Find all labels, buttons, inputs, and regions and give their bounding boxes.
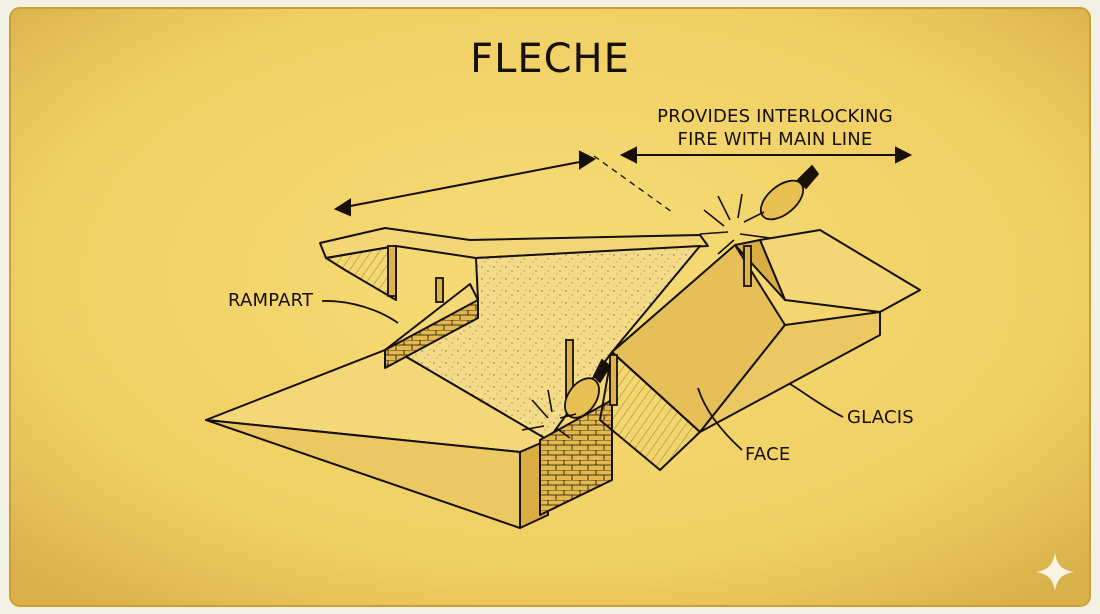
leader-lines [321,300,844,451]
interlocking-fire-note: PROVIDES INTERLOCKING FIRE WITH MAIN LIN… [640,105,910,151]
burst-lower [521,389,577,439]
glacis-slope [699,311,881,433]
sparkle-icon [1036,553,1074,591]
back-arm-inner [325,245,397,301]
label-face: FACE [745,444,791,465]
diagram-title: FLECHE [470,36,630,82]
label-rampart: RAMPART [228,290,314,311]
dimension-lines [333,146,913,217]
label-glacis: GLACIS [847,407,914,428]
note-line-1: PROVIDES INTERLOCKING [657,106,893,127]
face-front [599,351,701,471]
earthwork [205,227,921,529]
note-line-2: FIRE WITH MAIN LINE [677,129,873,150]
brick-wall-left [384,299,479,369]
shell-upper [759,164,820,221]
burst-upper [699,193,771,255]
